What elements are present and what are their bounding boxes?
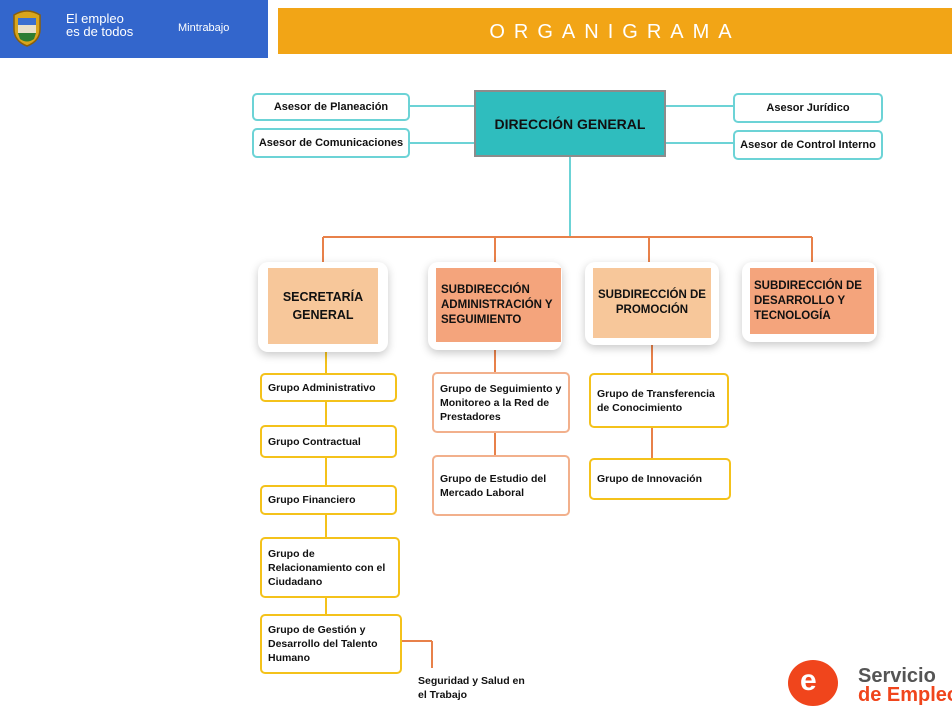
group-contractual: Grupo Contractual bbox=[260, 425, 397, 458]
group-innovacion: Grupo de Innovación bbox=[589, 458, 731, 500]
group-transferencia: Grupo de Transferencia de Conocimiento bbox=[589, 373, 729, 428]
coat-of-arms-icon bbox=[10, 9, 44, 47]
unit-secretaria-general: SECRETARÍA GENERAL bbox=[258, 262, 388, 352]
advisor-control-interno: Asesor de Control Interno bbox=[733, 130, 883, 160]
title-bar: ORGANIGRAMA bbox=[278, 8, 952, 54]
group-talento-humano: Grupo de Gestión y Desarrollo del Talent… bbox=[260, 614, 402, 674]
advisor-comunicaciones: Asesor de Comunicaciones bbox=[252, 128, 410, 158]
slogan-line2: es de todos bbox=[66, 24, 134, 39]
servicio-line1: Servicio bbox=[858, 665, 936, 687]
unit-secretaria-label: SECRETARÍA GENERAL bbox=[268, 268, 378, 344]
unit-sub-desarrollo: SUBDIRECCIÓN DE DESARROLLO Y TECNOLOGÍA bbox=[742, 262, 877, 342]
group-seguimiento: Grupo de Seguimiento y Monitoreo a la Re… bbox=[432, 372, 570, 433]
group-financiero: Grupo Financiero bbox=[260, 485, 397, 515]
advisor-juridico: Asesor Jurídico bbox=[733, 93, 883, 123]
servicio-e-glyph: e bbox=[800, 664, 817, 697]
unit-sub-promocion-label: SUBDIRECCIÓN DE PROMOCIÓN bbox=[593, 268, 711, 338]
group-relacionamiento: Grupo de Relacionamiento con el Ciudadan… bbox=[260, 537, 400, 598]
slogan: El empleo es de todos bbox=[66, 12, 166, 38]
servicio-empleo-logo-icon bbox=[788, 660, 838, 706]
direccion-general: DIRECCIÓN GENERAL bbox=[474, 90, 666, 157]
unit-sub-desarrollo-label: SUBDIRECCIÓN DE DESARROLLO Y TECNOLOGÍA bbox=[750, 268, 874, 334]
advisor-planeacion: Asesor de Planeación bbox=[252, 93, 410, 121]
group-administrativo: Grupo Administrativo bbox=[260, 373, 397, 402]
servicio-empleo-text: Servicio de Empleo bbox=[858, 665, 952, 706]
group-seguridad-salud: Seguridad y Salud en el Trabajo bbox=[418, 675, 525, 701]
servicio-line2: de Empleo bbox=[858, 684, 952, 706]
group-estudio-mercado: Grupo de Estudio del Mercado Laboral bbox=[432, 455, 570, 516]
page-title: ORGANIGRAMA bbox=[489, 21, 741, 43]
slogan-line1: El empleo bbox=[66, 11, 124, 26]
unit-sub-admin-label: SUBDIRECCIÓN ADMINISTRACIÓN Y SEGUIMIENT… bbox=[436, 268, 561, 342]
ministry-label: Mintrabajo bbox=[178, 22, 230, 34]
brand-bar bbox=[0, 0, 268, 58]
unit-sub-admin: SUBDIRECCIÓN ADMINISTRACIÓN Y SEGUIMIENT… bbox=[428, 262, 562, 350]
unit-sub-promocion: SUBDIRECCIÓN DE PROMOCIÓN bbox=[585, 262, 719, 345]
